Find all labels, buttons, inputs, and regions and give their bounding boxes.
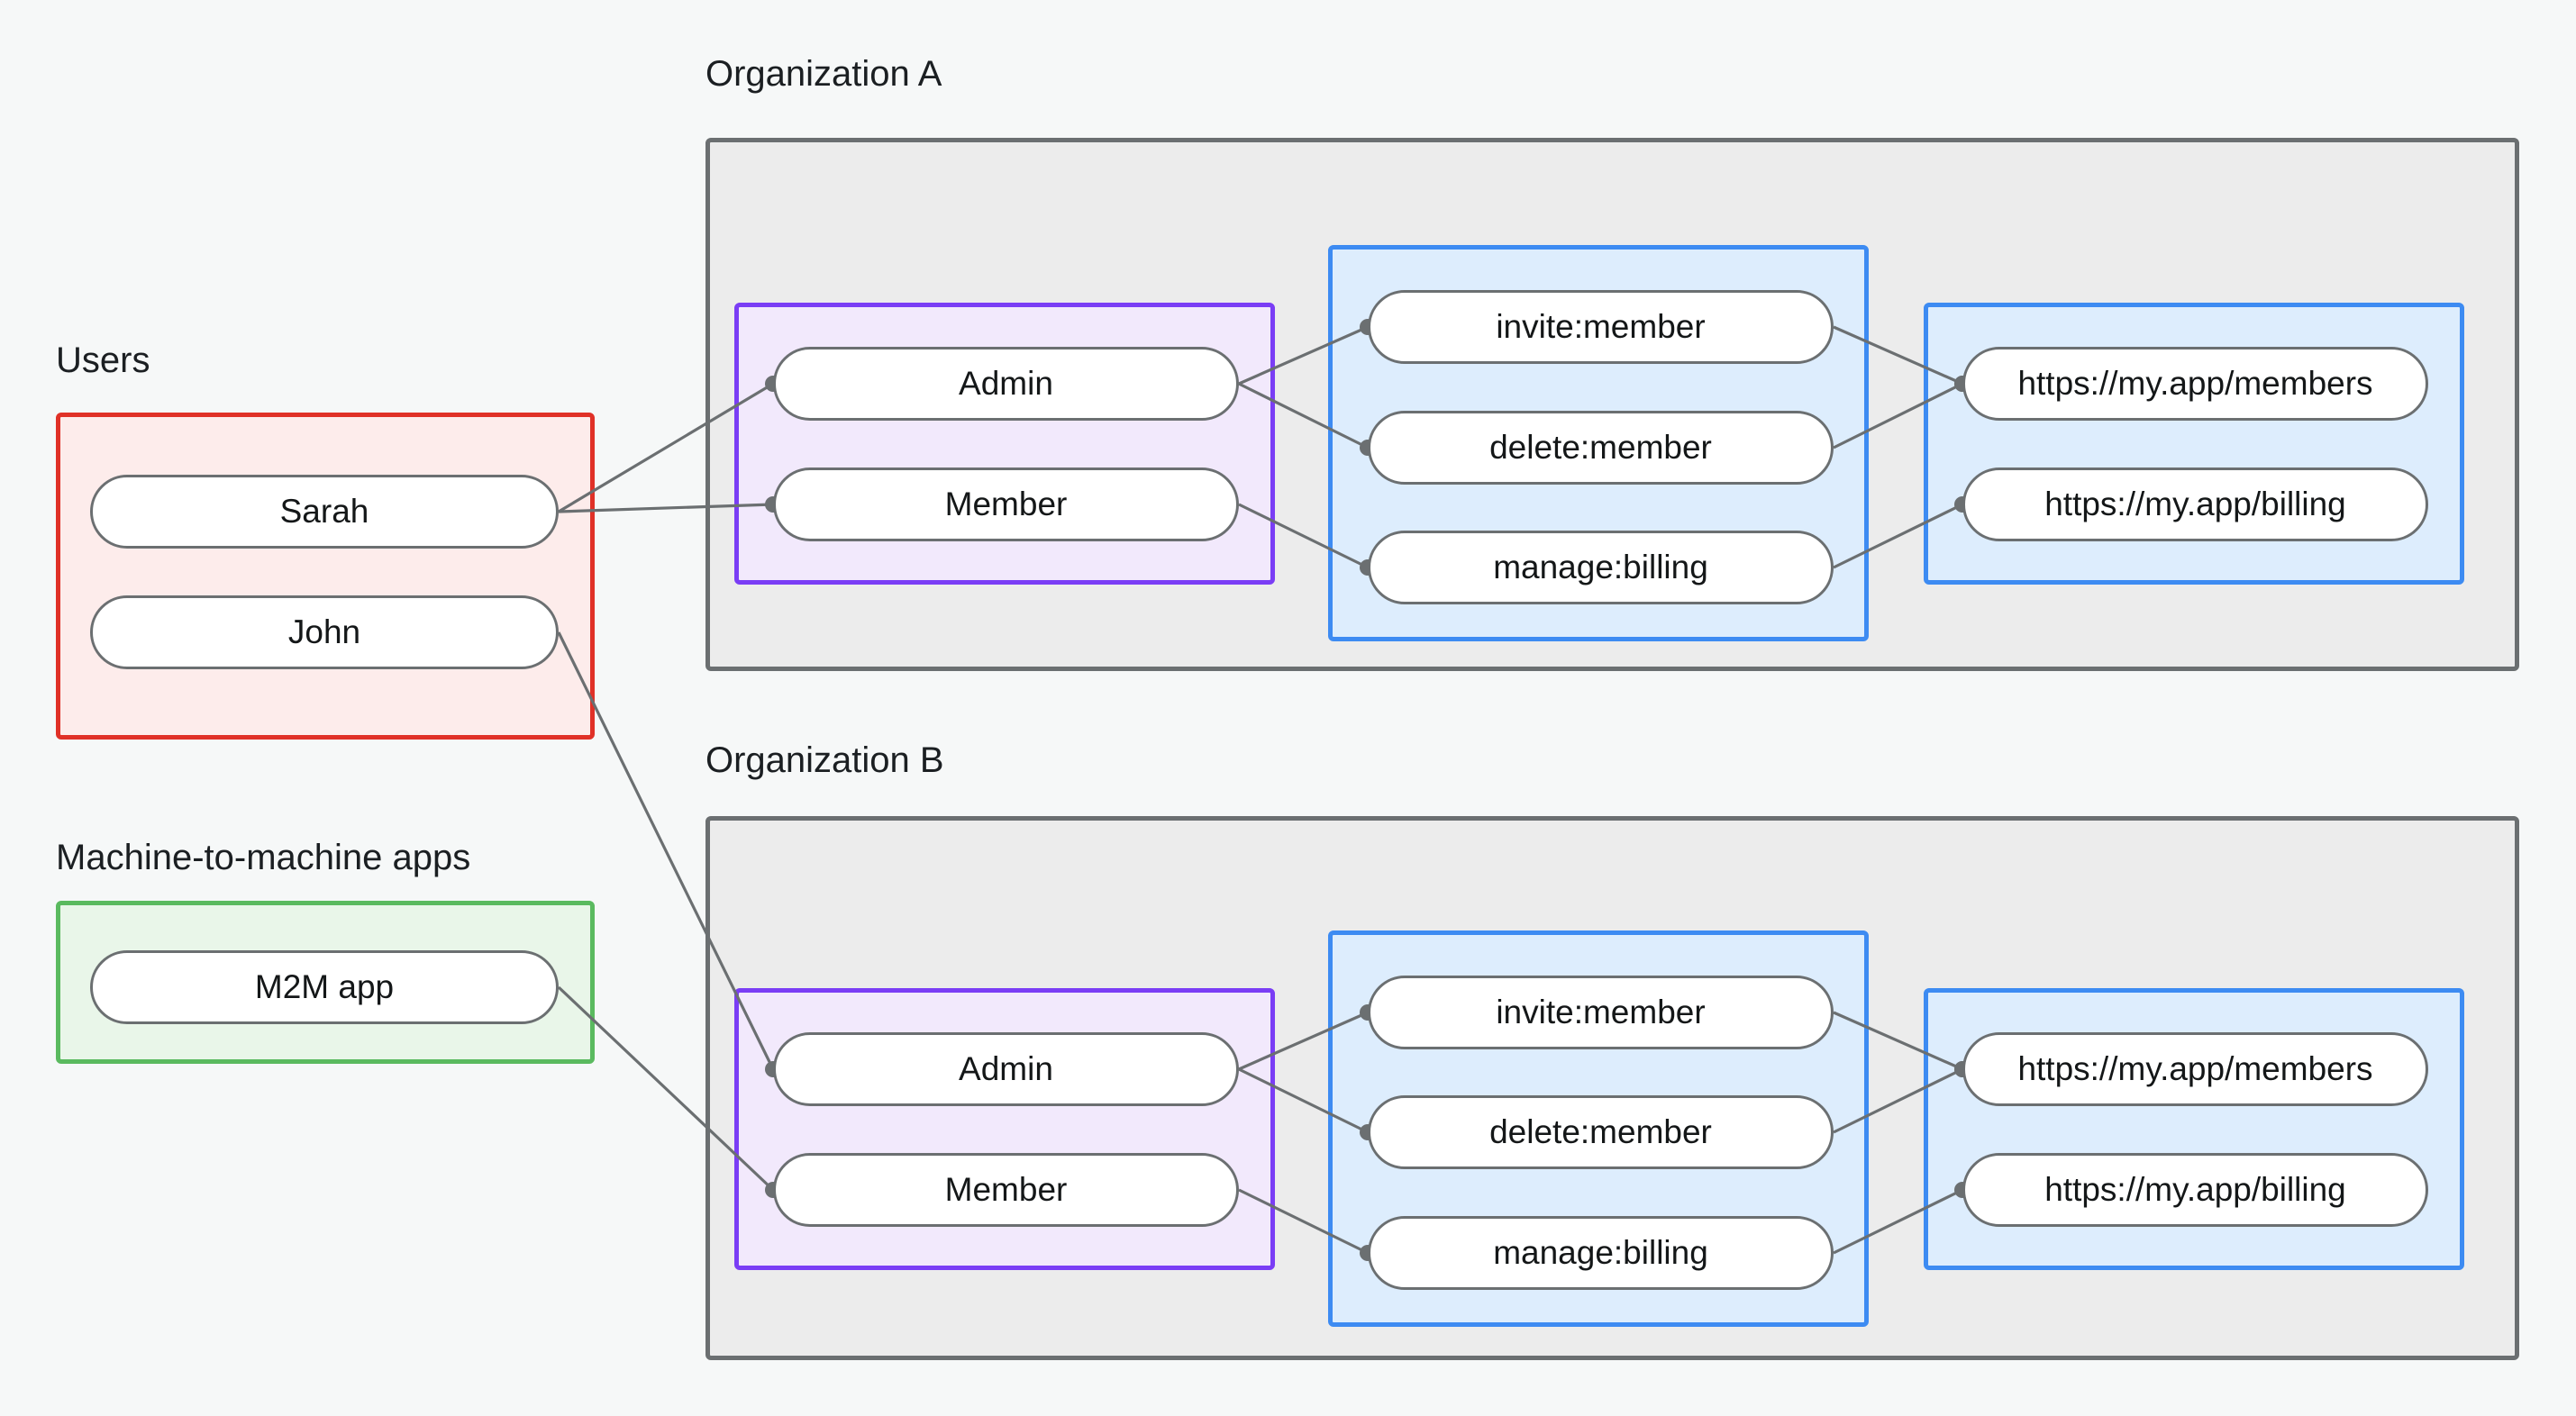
role-node-admin-org-b[interactable]: Admin xyxy=(773,1032,1239,1106)
api-resource-node-billing-org-a[interactable]: https://my.app/billing xyxy=(1962,467,2428,541)
user-node-john[interactable]: John xyxy=(90,595,559,669)
roles-group-org-b xyxy=(734,988,1275,1270)
m2m-app-node[interactable]: M2M app xyxy=(90,950,559,1024)
caption-users: Users xyxy=(56,340,150,380)
permission-node-manage-billing-org-b[interactable]: manage:billing xyxy=(1368,1216,1834,1290)
permission-node-invite-member-org-a[interactable]: invite:member xyxy=(1368,290,1834,364)
api-resource-node-members-org-a[interactable]: https://my.app/members xyxy=(1962,347,2428,421)
role-node-member-org-b[interactable]: Member xyxy=(773,1153,1239,1227)
permission-node-invite-member-org-b[interactable]: invite:member xyxy=(1368,976,1834,1049)
api-resources-group-org-a xyxy=(1924,303,2464,585)
users-group xyxy=(56,413,595,740)
permission-node-delete-member-org-a[interactable]: delete:member xyxy=(1368,411,1834,485)
api-resource-node-billing-org-b[interactable]: https://my.app/billing xyxy=(1962,1153,2428,1227)
caption-machine-to-machine-apps: Machine-to-machine apps xyxy=(56,838,471,877)
api-resource-node-members-org-b[interactable]: https://my.app/members xyxy=(1962,1032,2428,1106)
caption-organization-a: Organization A xyxy=(705,54,942,94)
roles-group-org-a xyxy=(734,303,1275,585)
role-node-admin-org-a[interactable]: Admin xyxy=(773,347,1239,421)
role-node-member-org-a[interactable]: Member xyxy=(773,467,1239,541)
api-resources-group-org-b xyxy=(1924,988,2464,1270)
permission-node-manage-billing-org-a[interactable]: manage:billing xyxy=(1368,531,1834,604)
caption-organization-b: Organization B xyxy=(705,740,944,780)
permission-node-delete-member-org-b[interactable]: delete:member xyxy=(1368,1095,1834,1169)
user-node-sarah[interactable]: Sarah xyxy=(90,475,559,549)
